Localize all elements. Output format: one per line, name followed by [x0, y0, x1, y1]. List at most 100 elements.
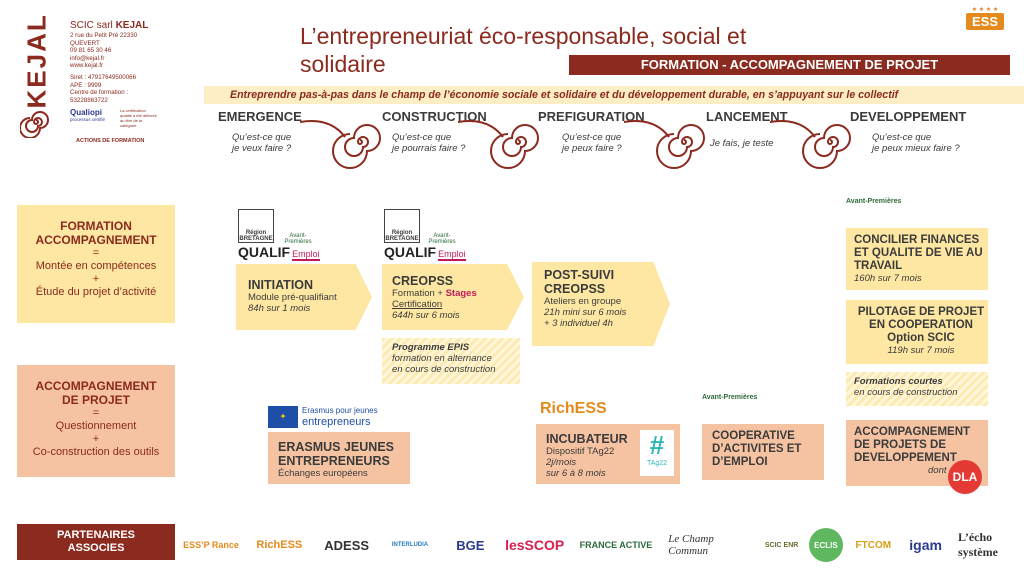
partners-label: PARTENAIRES ASSOCIES	[17, 524, 175, 560]
stage-prefiguration: PREFIGURATION Qu’est-ce que je peux fair…	[538, 110, 678, 155]
region-bretagne-logo: Région BRETAGNE	[384, 209, 420, 243]
qualiopi-note: La certification qualité a été délivrée …	[120, 108, 157, 128]
partner-logo: igam	[909, 537, 942, 553]
partner-logo: FTCOM	[855, 539, 892, 551]
card-title: PILOTAGE DE PROJET EN COOPERATION Option…	[857, 306, 985, 344]
stage-construction: CONSTRUCTION Qu’est-ce que je pourrais f…	[382, 109, 522, 155]
formation-title: FORMATION ACCOMPAGNEMENT	[35, 219, 157, 247]
formation-line: Étude du projet d’activité	[35, 286, 157, 298]
card-line: dont	[928, 465, 947, 476]
card-line: 2j/mois	[546, 457, 577, 468]
accompagnement-box: ACCOMPAGNEMENT DE PROJET = Questionnemen…	[17, 365, 175, 477]
card-line: en cours de construction	[392, 364, 496, 375]
avant-premieres-logo: Avant-Premières	[284, 233, 312, 245]
formation-center: Centre de formation : 53228863722	[70, 89, 129, 104]
card-epis: Programme EPIS formation en alternance e…	[382, 338, 520, 384]
card-line: Formation +	[392, 288, 446, 299]
banner: FORMATION - ACCOMPAGNEMENT DE PROJET	[569, 55, 1010, 75]
dla-logo: DLA	[948, 460, 982, 494]
partner-logo: Le Champ Commun	[668, 533, 714, 557]
card-line: 644h sur 6 mois	[392, 310, 460, 321]
partner-logo: L’écho système	[957, 530, 998, 559]
tag22-logo: # TAg22	[640, 430, 674, 476]
company-name: KEJAL	[115, 20, 149, 31]
partner-logo: SCIC ENR	[764, 541, 799, 549]
card-accompagnement-dev: ACCOMPAGNEMENT DE PROJETS DE DEVELOPPEME…	[846, 420, 988, 494]
page-title: L’entrepreneuriat éco-responsable, socia…	[300, 23, 747, 77]
partner-logo: ECLIS	[808, 528, 843, 562]
accompagnement-line: Co-construction des outils	[32, 446, 160, 458]
card-line: formation en alternance	[392, 353, 492, 364]
subtitle: Entreprendre pas-à-pas dans le champ de …	[230, 89, 899, 101]
partner-logo: lesSCOP	[505, 537, 565, 553]
card-formations-courtes: Formations courtes en cours de construct…	[846, 372, 988, 406]
card-line: 84h sur 1 mois	[248, 303, 311, 314]
card-title: Programme EPIS	[392, 342, 470, 353]
card-line: Certification	[392, 299, 443, 310]
plus-sign: +	[92, 433, 100, 445]
address: 2 rue du Petit Pré 22330 QUEVERT	[70, 32, 138, 47]
equals-sign: =	[92, 407, 100, 419]
partner-logo: FRANCE ACTIVE	[579, 540, 653, 550]
stage-question: Qu’est-ce que je veux faire ?	[232, 132, 292, 154]
stage-question: Je fais, je teste	[710, 138, 774, 149]
card-pilotage: PILOTAGE DE PROJET EN COOPERATION Option…	[846, 300, 988, 364]
ess-badge-logo: ★ ★ ★ ★ ESS	[960, 6, 1010, 46]
partner-logo: ADESS	[324, 537, 370, 553]
accompagnement-title: ACCOMPAGNEMENT DE PROJET	[35, 379, 157, 407]
partner-logo: BGE	[456, 537, 485, 553]
kejal-brand: KEJAL SCIC sarl KEJAL 2 rue du Petit Pré…	[14, 13, 157, 144]
card-initiation: INITIATION Module pré-qualifiant 84h sur…	[236, 264, 372, 330]
spiral-icon	[770, 120, 851, 169]
formation-box: FORMATION ACCOMPAGNEMENT = Montée en com…	[17, 205, 175, 323]
card-line: 119h sur 7 mois	[887, 345, 955, 356]
stage-title: DEVELOPPEMENT	[850, 109, 967, 124]
card-title: CONCILIER FINANCES ET QUALITE DE VIE AU …	[854, 234, 983, 272]
stage-title: EMERGENCE	[218, 109, 302, 124]
equals-sign: =	[92, 247, 100, 259]
card-line: + 3 individuel 4h	[544, 318, 613, 329]
spiral-icon	[458, 120, 539, 169]
avant-premieres-logo: Avant-Premières	[846, 198, 902, 205]
stage-title: CONSTRUCTION	[382, 109, 487, 124]
accompagnement-line: Questionnement	[55, 420, 137, 432]
erasmus-logo: ✦ Erasmus pour jeunes entrepreneurs	[268, 404, 398, 430]
stage-lancement: LANCEMENT Je fais, je teste	[706, 110, 816, 150]
qualiopi-logo: Qualiopi processus certifié	[70, 108, 106, 122]
region-bretagne-logo: Région BRETAGNE	[238, 209, 274, 243]
stage-question: Qu’est-ce que je peux faire ?	[562, 132, 622, 154]
formation-line: Montée en compétences	[35, 260, 157, 272]
siret: Siret : 47917649500066	[70, 73, 137, 81]
card-cooperative: COOPERATIVE D’ACTIVITES ET D’EMPLOI	[702, 424, 824, 480]
card-line: Module pré-qualifiant	[248, 292, 337, 303]
actions-label: ACTIONS DE FORMATION	[76, 138, 145, 144]
company-type: SCIC sarl	[70, 20, 113, 31]
website: www.kejal.fr	[70, 62, 104, 70]
spiral-icon	[300, 120, 381, 169]
spiral-icon	[20, 111, 49, 138]
avant-premieres-logo: Avant-Premières	[702, 394, 758, 401]
card-line: 160h sur 7 mois	[854, 273, 922, 284]
card-title: COOPERATIVE D’ACTIVITES ET D’EMPLOI	[712, 430, 802, 468]
stage-question: Qu’est-ce que je pourrais faire ?	[392, 132, 466, 154]
card-title: INITIATION	[248, 278, 314, 292]
card-creopss: CREOPSS Formation + Stages Certification…	[382, 264, 524, 330]
banner-text: FORMATION - ACCOMPAGNEMENT DE PROJET	[640, 57, 939, 72]
card-post-suivi: POST-SUIVI CREOPSS Ateliers en groupe 21…	[532, 262, 670, 346]
card-title: INCUBATEUR	[546, 432, 628, 446]
card-title: ACCOMPAGNEMENT DE PROJETS DE DEVELOPPEME…	[854, 426, 971, 464]
card-line: en cours de construction	[854, 387, 958, 398]
card-incubateur: INCUBATEUR Dispositif TAg22 2j/mois sur …	[536, 424, 680, 484]
card-title: POST-SUIVI CREOPSS	[544, 268, 615, 296]
card-title: Formations courtes	[854, 376, 943, 387]
card-title: ERASMUS JEUNES ENTREPRENEURS	[278, 440, 394, 468]
card-concilier: CONCILIER FINANCES ET QUALITE DE VIE AU …	[846, 228, 988, 290]
card-title: CREOPSS	[392, 274, 454, 288]
ape: APE : 9999	[70, 81, 102, 89]
plus-sign: +	[92, 273, 100, 285]
email: info@kejal.fr	[70, 54, 105, 62]
card-line: 21h mini sur 6 mois	[544, 307, 627, 318]
kejal-logo: KEJAL	[14, 13, 59, 138]
